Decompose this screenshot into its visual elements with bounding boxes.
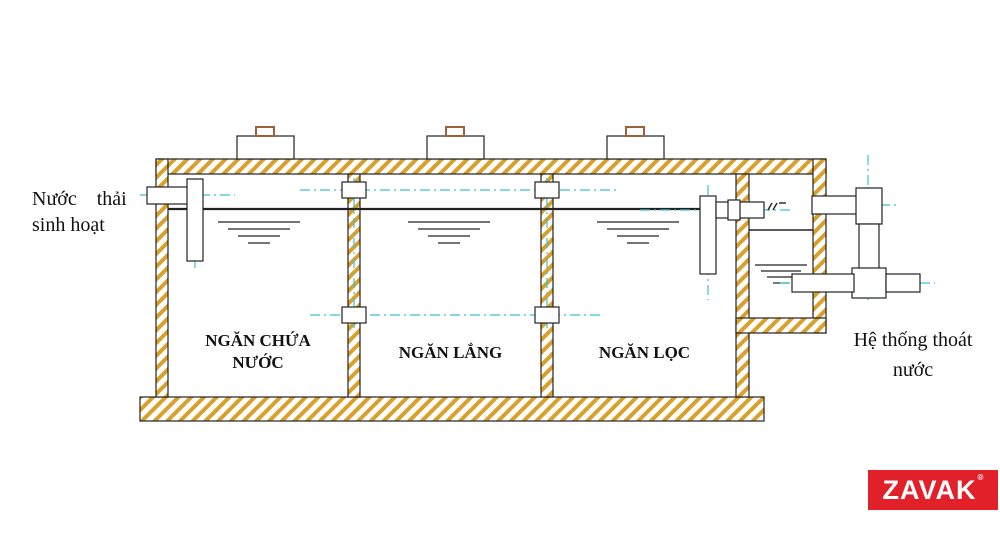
chamber-label-line2: NƯỚC: [232, 353, 284, 372]
outlet-label: Hệ thống thoát nước: [838, 327, 988, 383]
outlet-label-line1: Hệ thống thoát: [853, 329, 973, 351]
valve-mark: [767, 202, 786, 211]
inlet-label-line2: sinh hoạt: [32, 214, 105, 236]
manhole-cover-3: [606, 126, 665, 160]
chamber-label-holding: NGĂN CHỨA NƯỚC: [168, 330, 348, 374]
inlet-label: Nước thải sinh hoạt: [32, 186, 152, 238]
water-level-symbol-3: [597, 221, 679, 244]
inlet-pipe: [146, 178, 204, 262]
manhole-cover-2: [426, 126, 485, 160]
partition-pipes: [341, 181, 560, 324]
right-wall: [735, 173, 750, 398]
chamber-label-settling: NGĂN LẮNG: [360, 342, 541, 364]
registered-mark: ®: [977, 473, 985, 482]
water-level-symbol-2: [408, 221, 490, 244]
left-wall: [155, 158, 169, 398]
top-slab: [155, 158, 827, 175]
manhole-cover-1: [236, 126, 295, 160]
base-slab: [139, 396, 765, 422]
outlet-box-bottom: [735, 317, 827, 334]
inlet-label-line1: Nước thải: [32, 188, 127, 210]
filter-outlet-pipe: [699, 195, 765, 275]
outlet-label-line2: nước: [892, 359, 934, 381]
outlet-pipe: [791, 187, 921, 299]
chamber-label-line1: NGĂN LỌC: [598, 343, 691, 362]
logo-text: ZAVAK: [882, 475, 977, 505]
water-level-symbol-1: [218, 221, 300, 244]
chamber-label-line1: NGĂN LẮNG: [398, 343, 503, 362]
zavak-logo: ZAVAK®: [868, 470, 998, 510]
outlet-box-right-wall: [812, 158, 827, 334]
chamber-label-line1: NGĂN CHỨA: [205, 331, 311, 350]
chamber-label-filter: NGĂN LỌC: [553, 342, 736, 364]
water-surface: [168, 207, 813, 231]
